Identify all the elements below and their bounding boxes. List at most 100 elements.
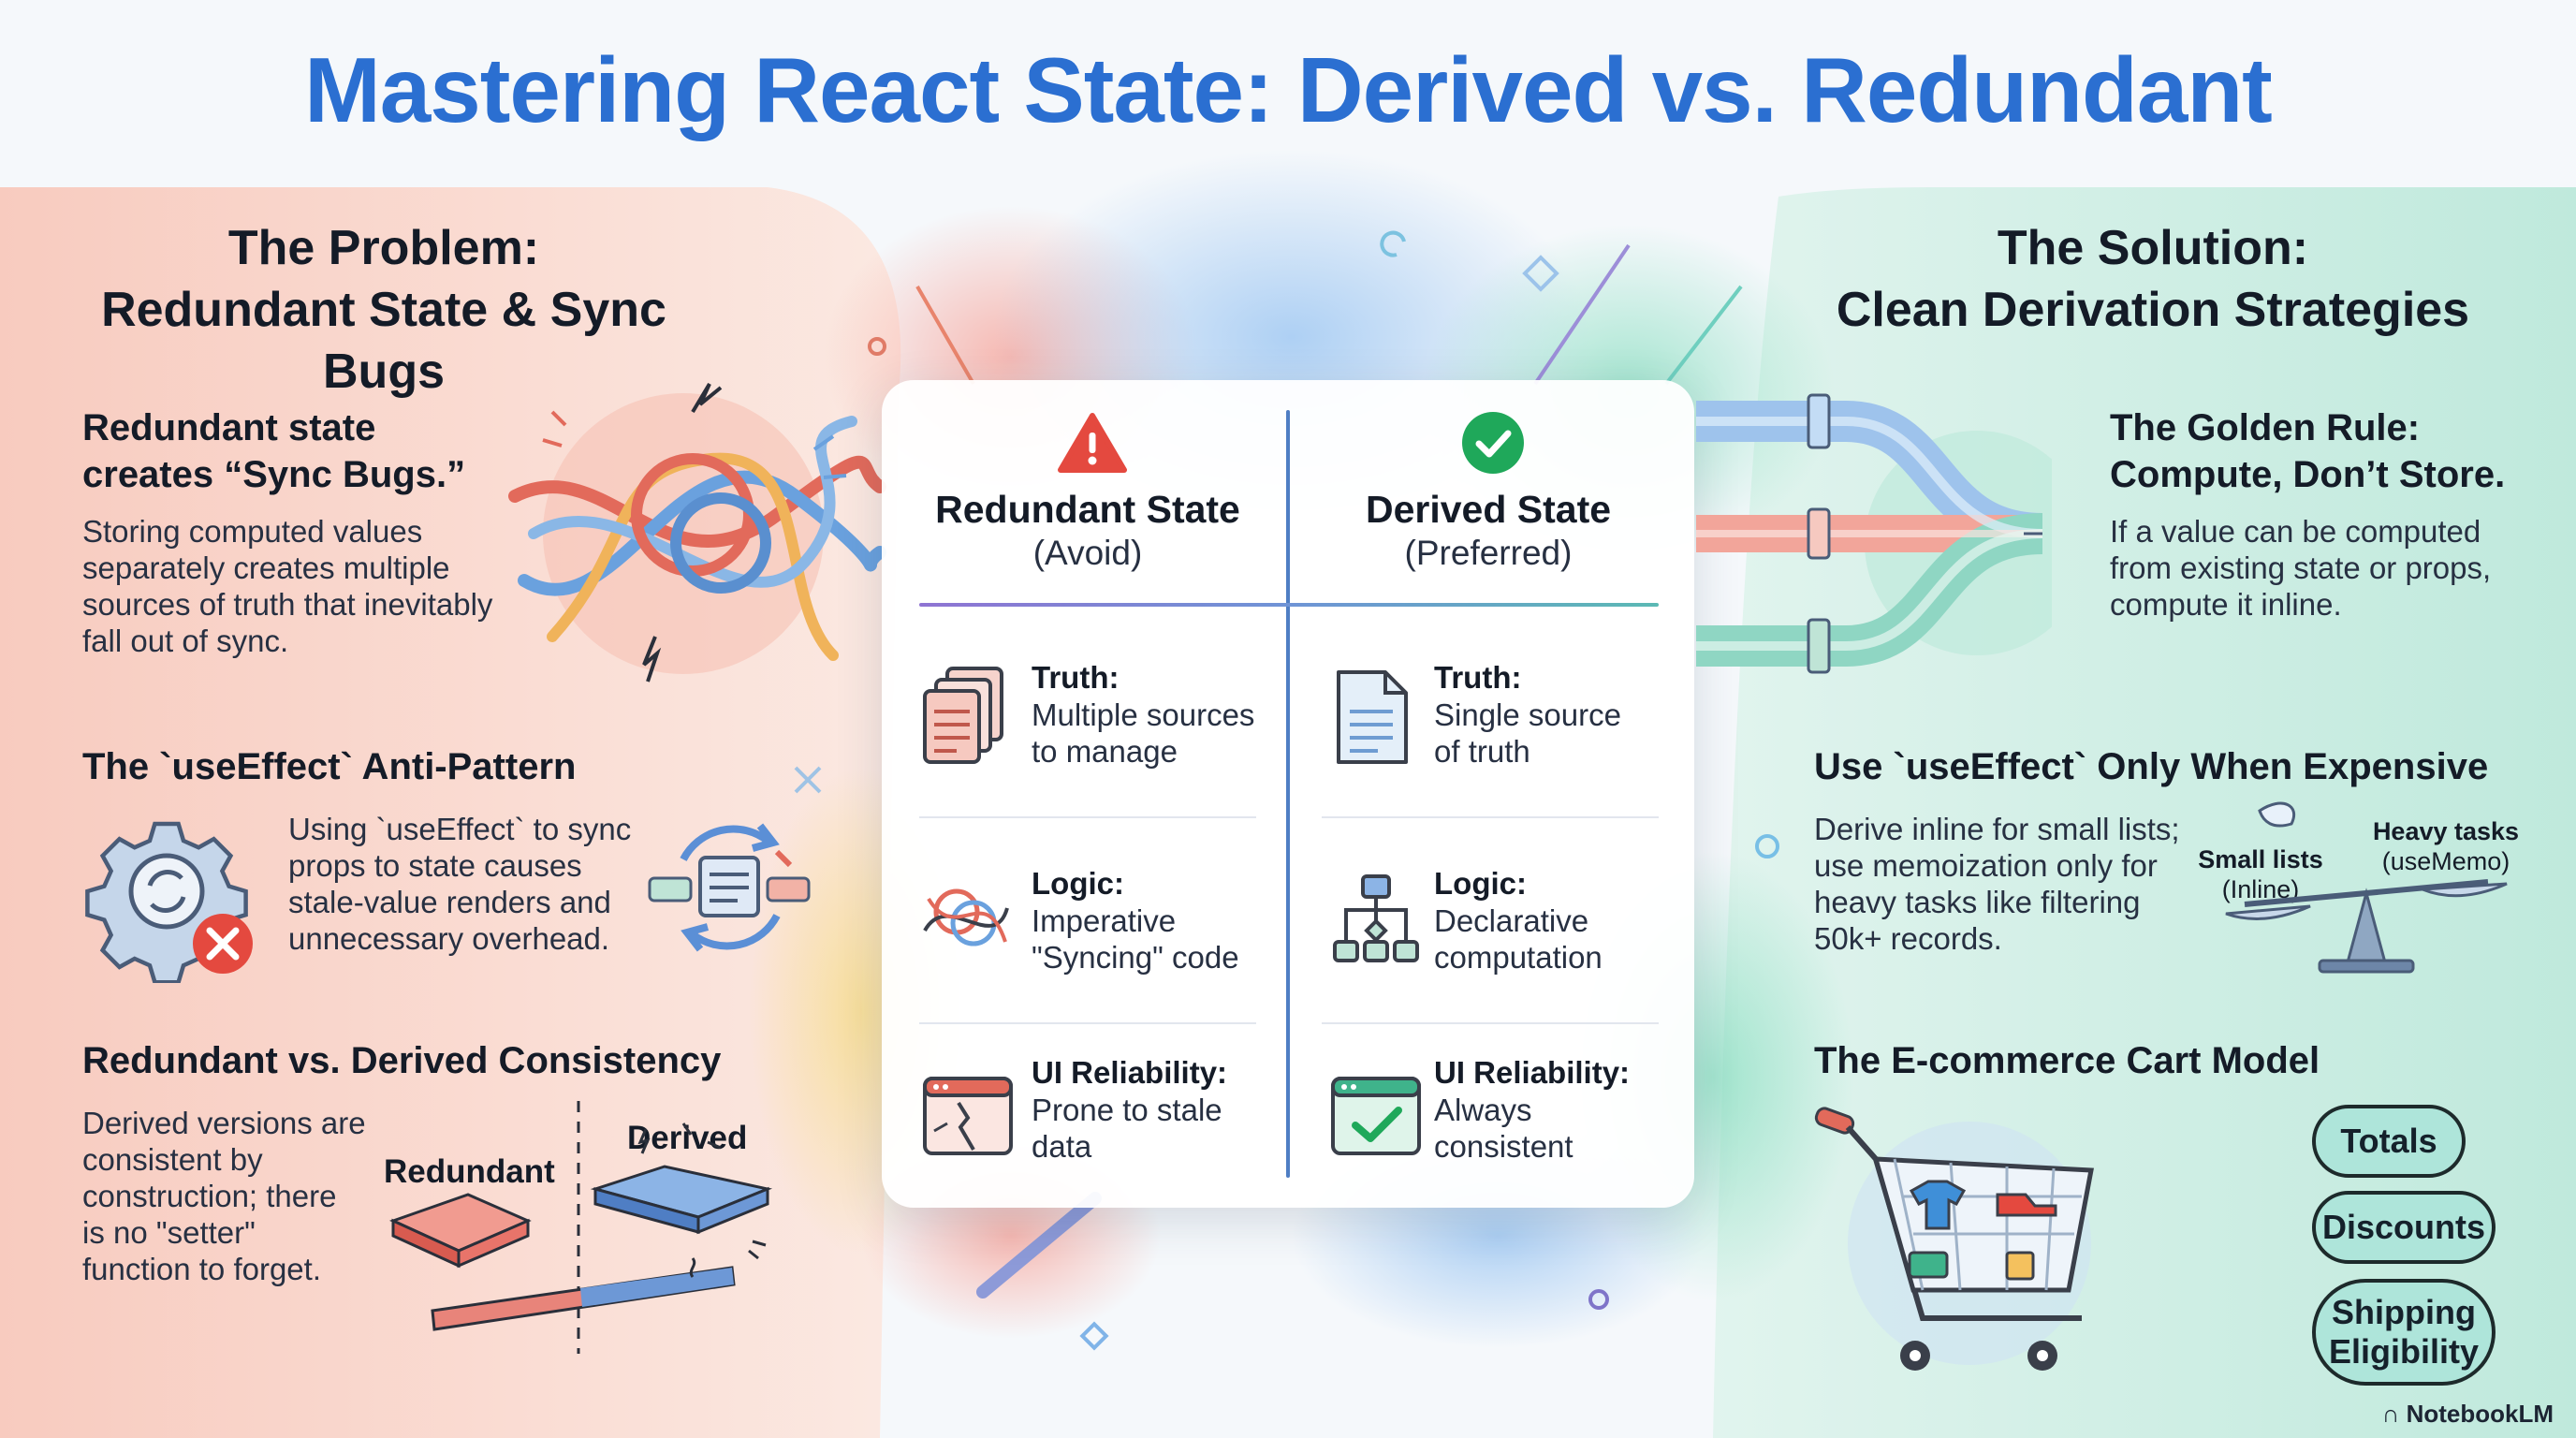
derived-truth-cell: Truth: Single source of truth: [1434, 659, 1668, 770]
cell-value-line: Imperative: [1032, 903, 1177, 938]
checkmark-icon: [1462, 412, 1524, 474]
golden-rule-body-line: from existing state or props,: [2110, 550, 2492, 585]
balance-scale-illustration: [2225, 801, 2508, 974]
expensive-body-line: Derive inline for small lists;: [1814, 812, 2180, 846]
cell-value-line: to manage: [1032, 734, 1178, 769]
notebooklm-label: NotebookLM: [2406, 1400, 2554, 1428]
golden-rule-title-line1: The Golden Rule:: [2110, 407, 2421, 448]
golden-rule-title-line2: Compute, Don’t Store.: [2110, 454, 2506, 495]
cell-label: Truth:: [1032, 660, 1120, 695]
row-divider: [1322, 1022, 1659, 1024]
solution-heading-line1: The Solution:: [1997, 221, 2309, 275]
merging-pipes-illustration: [1696, 393, 2052, 674]
cell-label: UI Reliability:: [1032, 1055, 1228, 1090]
consistency-body-line: construction; there: [82, 1179, 337, 1213]
cart-title: The E-commerce Cart Model: [1814, 1040, 2320, 1081]
anti-pattern-title: The `useEffect` Anti-Pattern: [82, 746, 577, 787]
solution-heading-line2: Clean Derivation Strategies: [1836, 283, 2470, 337]
label-redundant: Redundant: [384, 1153, 555, 1190]
anti-pattern-body-line: props to state causes: [288, 848, 582, 883]
pill-shipping-eligibility: Shipping Eligibility: [2312, 1279, 2496, 1386]
broken-window-icon: [923, 1077, 1013, 1155]
heavy-tasks-label: Heavy tasks (useMemo): [2366, 816, 2525, 876]
cell-label: Logic:: [1434, 866, 1527, 901]
heavy-tasks-title: Heavy tasks: [2372, 817, 2520, 845]
expensive-title: Use `useEffect` Only When Expensive: [1814, 746, 2489, 787]
consistency-body-line: is no "setter": [82, 1215, 256, 1250]
cell-label: Logic:: [1032, 866, 1124, 901]
small-lists-label: Small lists (Inline): [2190, 844, 2331, 904]
cell-value-line: data: [1032, 1129, 1092, 1164]
redundant-column-sub: (Avoid): [1032, 534, 1143, 572]
flowchart-icon: [1333, 874, 1419, 962]
tangled-knot-illustration: [508, 382, 886, 682]
sync-bugs-title-line2: creates “Sync Bugs.”: [82, 454, 466, 495]
cell-value-line: computation: [1434, 940, 1603, 975]
problem-heading-line2: Redundant State & Sync Bugs: [101, 283, 666, 399]
derived-column-title: Derived State: [1365, 488, 1612, 531]
pill-discounts: Discounts: [2312, 1191, 2496, 1264]
redundant-column-header: Redundant State (Avoid): [891, 487, 1284, 575]
row-divider: [919, 1022, 1256, 1024]
problem-heading: The Problem: Redundant State & Sync Bugs: [56, 217, 711, 403]
warning-icon: [1058, 413, 1127, 473]
derived-reliability-cell: UI Reliability: Always consistent: [1434, 1054, 1668, 1165]
golden-rule-body-line: If a value can be computed: [2110, 514, 2481, 549]
anti-pattern-body-line: unnecessary overhead.: [288, 921, 610, 956]
cell-value-line: Single source: [1434, 697, 1621, 732]
sync-bugs-body-line: Storing computed values: [82, 514, 423, 549]
row-divider: [919, 816, 1256, 818]
sync-bugs-body-line: fall out of sync.: [82, 624, 289, 658]
shopping-cart-illustration: [1814, 1107, 2094, 1371]
cell-value-line: of truth: [1434, 734, 1530, 769]
solution-heading: The Solution: Clean Derivation Strategie…: [1797, 217, 2509, 341]
problem-heading-line1: The Problem:: [227, 221, 540, 275]
redundant-reliability-cell: UI Reliability: Prone to stale data: [1032, 1054, 1266, 1165]
pill-totals: Totals: [2312, 1105, 2466, 1178]
tangled-logic-icon: [923, 888, 1009, 946]
cell-value-line: Always: [1434, 1093, 1532, 1127]
anti-pattern-body: Using `useEffect` to sync props to state…: [288, 811, 663, 957]
notebooklm-brand: ∩ NotebookLM: [2382, 1400, 2554, 1429]
consistency-body-line: Derived versions are: [82, 1106, 366, 1140]
sync-bugs-body-line: sources of truth that inevitably: [82, 587, 493, 622]
cell-label: UI Reliability:: [1434, 1055, 1631, 1090]
card-header-divider: [919, 603, 1659, 607]
consistency-title: Redundant vs. Derived Consistency: [82, 1040, 722, 1081]
golden-rule-body: If a value can be computed from existing…: [2110, 513, 2559, 623]
small-lists-title: Small lists: [2198, 845, 2323, 873]
cell-value-line: Multiple sources: [1032, 697, 1255, 732]
sync-bugs-body: Storing computed values separately creat…: [82, 513, 532, 659]
anti-pattern-body-line: Using `useEffect` to sync: [288, 812, 632, 846]
expensive-body: Derive inline for small lists; use memoi…: [1814, 811, 2207, 957]
cell-value-line: "Syncing" code: [1032, 940, 1239, 975]
golden-rule-block: The Golden Rule: Compute, Don’t Store. I…: [2110, 404, 2559, 623]
derived-column-sub: (Preferred): [1404, 534, 1573, 572]
redundant-logic-cell: Logic: Imperative "Syncing" code: [1032, 865, 1266, 976]
expensive-body-line: 50k+ records.: [1814, 921, 2002, 956]
anti-pattern-body-line: stale-value renders and: [288, 885, 611, 919]
cell-value-line: Prone to stale: [1032, 1093, 1222, 1127]
heavy-tasks-sub: (useMemo): [2381, 847, 2510, 875]
golden-rule-body-line: compute it inline.: [2110, 587, 2342, 622]
checked-window-icon: [1331, 1077, 1421, 1155]
multiple-documents-icon: [923, 667, 1003, 764]
cell-label: Truth:: [1434, 660, 1522, 695]
page-title: Mastering React State: Derived vs. Redun…: [304, 38, 2273, 141]
cell-value-line: Declarative: [1434, 903, 1589, 938]
derived-column-header: Derived State (Preferred): [1292, 487, 1685, 575]
consistency-body-line: function to forget.: [82, 1252, 321, 1286]
seesaw-consistency-illustration: [388, 1101, 773, 1354]
expensive-body-line: use memoization only for: [1814, 848, 2158, 883]
sync-bugs-title-line1: Redundant state: [82, 407, 376, 448]
consistency-body: Derived versions are consistent by const…: [82, 1105, 382, 1287]
notebooklm-logo-icon: ∩: [2381, 1400, 2400, 1428]
single-document-icon: [1337, 670, 1408, 764]
sync-cycle-icon: [648, 823, 811, 952]
sync-bugs-block: Redundant state creates “Sync Bugs.” Sto…: [82, 404, 532, 659]
redundant-column-title: Redundant State: [935, 488, 1240, 531]
row-divider: [1322, 816, 1659, 818]
comparison-card: Redundant State (Avoid) Derived State (P…: [882, 380, 1694, 1208]
gear-error-icon: [85, 821, 253, 983]
redundant-truth-cell: Truth: Multiple sources to manage: [1032, 659, 1266, 770]
